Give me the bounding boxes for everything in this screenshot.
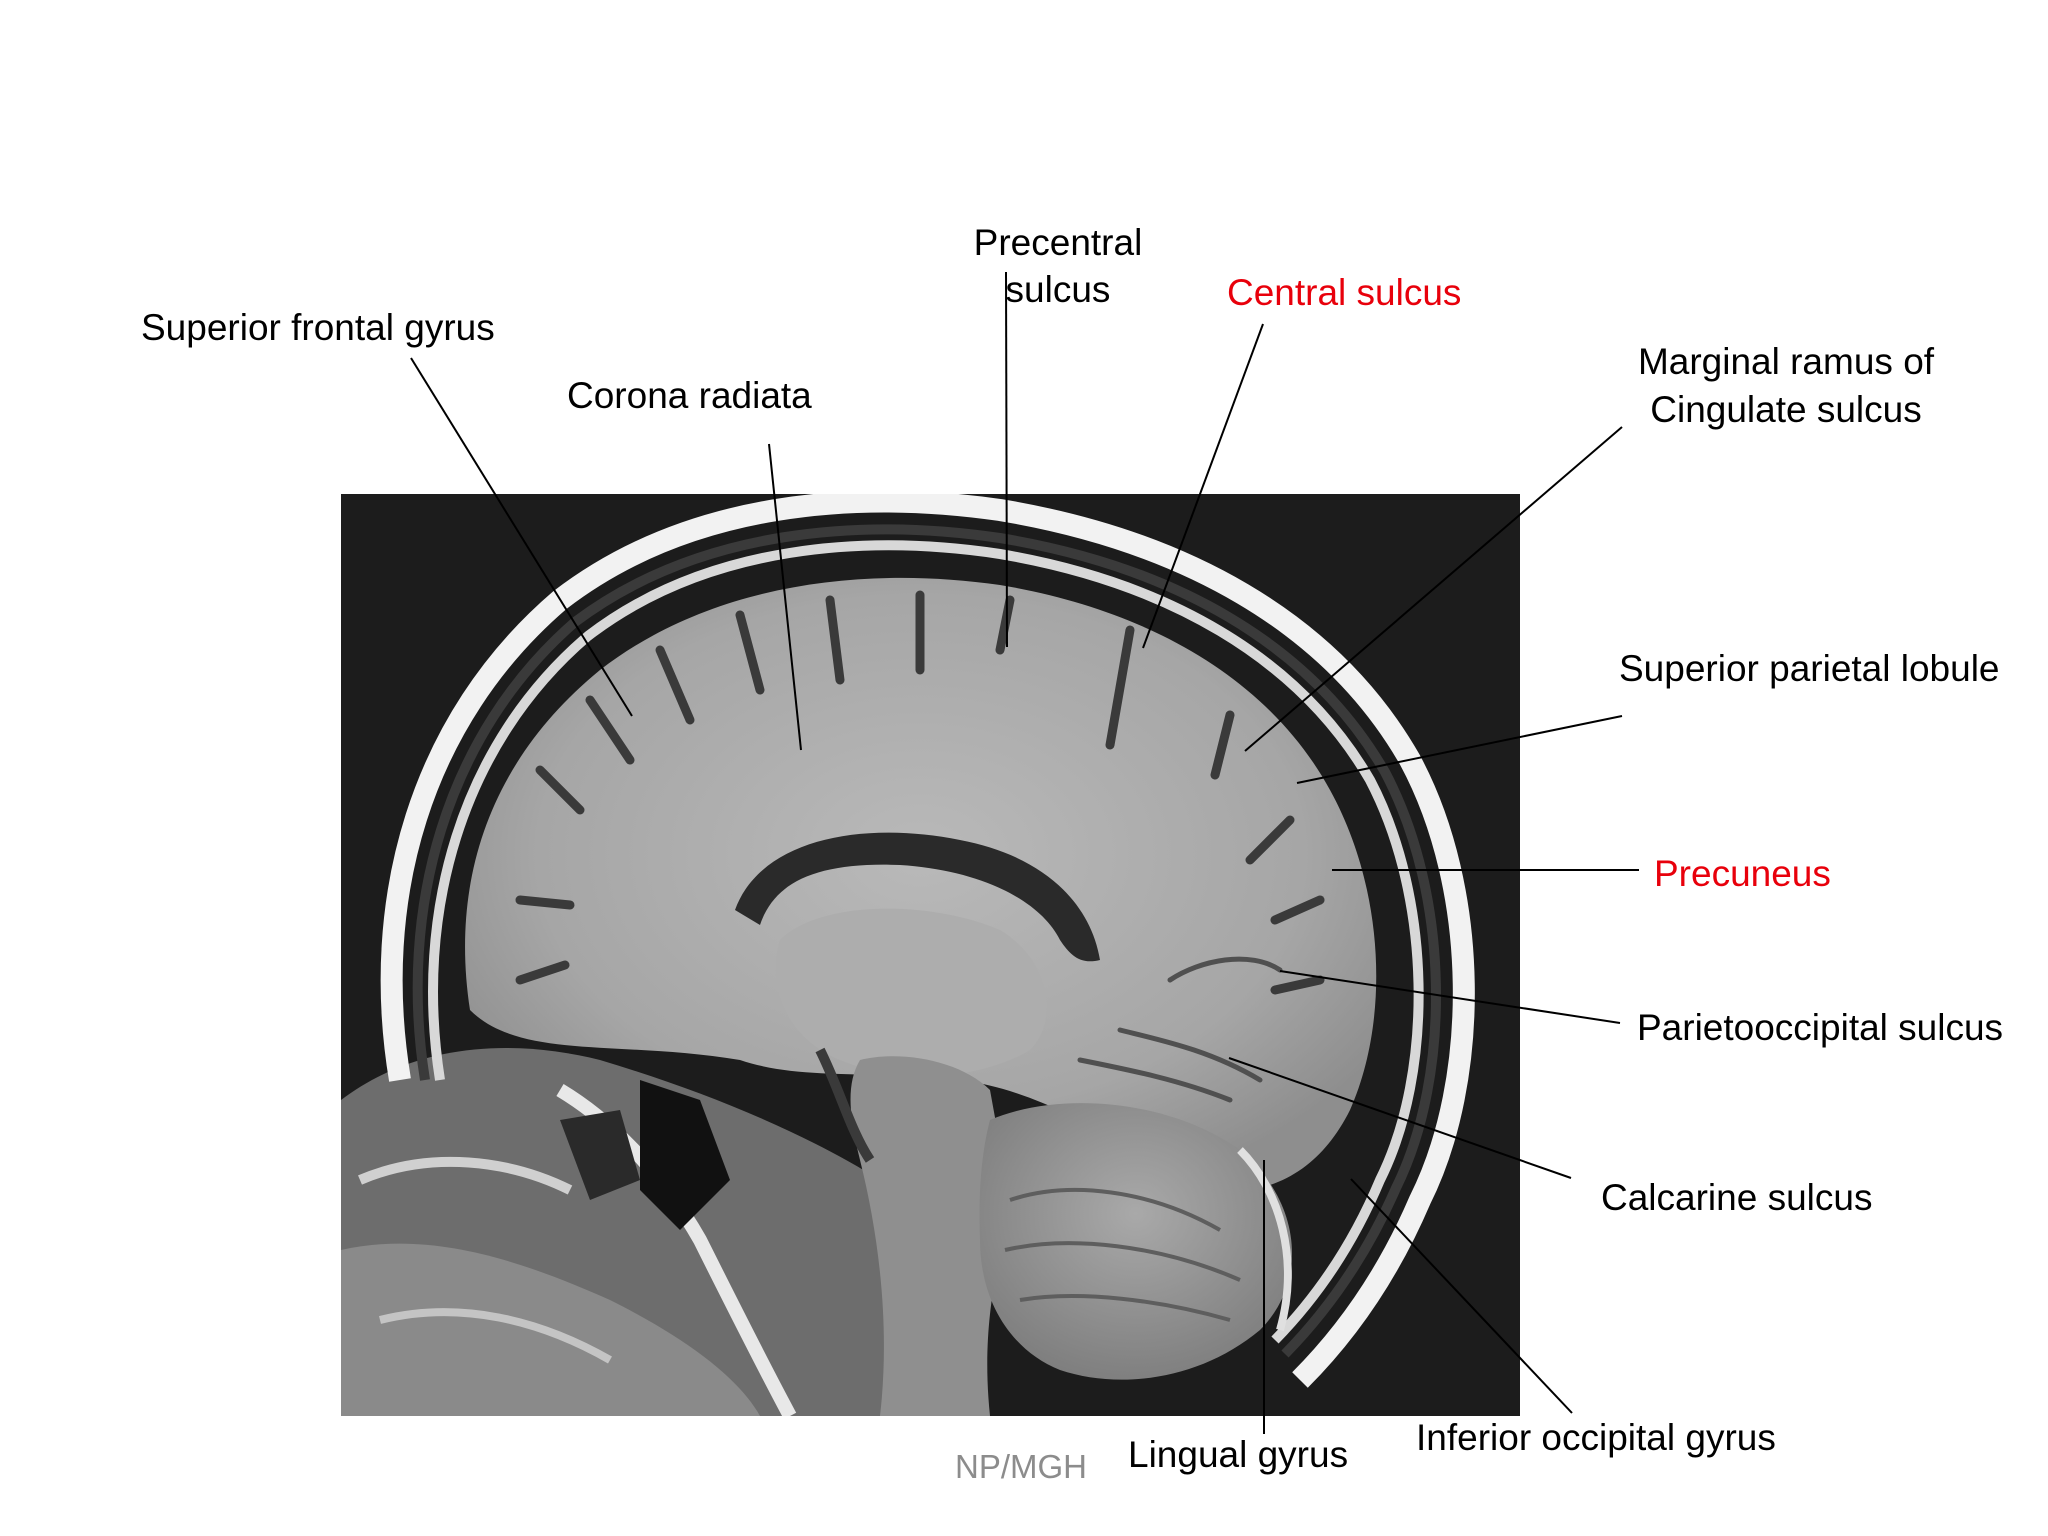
label-parietooccipital-sulcus: Parietooccipital sulcus (1637, 1007, 2003, 1048)
leader-parietooccipital-sulcus (1279, 970, 1621, 1024)
label-marginal-ramus-line2: Cingulate sulcus (1650, 389, 1921, 430)
leader-marginal-ramus (1244, 426, 1623, 752)
label-superior-frontal-gyrus: Superior frontal gyrus (141, 307, 495, 348)
leader-central-sulcus (1142, 323, 1264, 649)
leader-lines (410, 271, 1639, 1434)
label-precentral-sulcus-line2: sulcus (1006, 269, 1111, 310)
image-credit: NP/MGH (955, 1448, 1087, 1485)
leader-superior-frontal-gyrus (410, 357, 633, 717)
label-lingual-gyrus: Lingual gyrus (1128, 1434, 1348, 1475)
label-corona-radiata: Corona radiata (567, 375, 812, 416)
label-precuneus: Precuneus (1654, 853, 1831, 894)
leader-precentral-sulcus (1005, 271, 1008, 648)
label-calcarine-sulcus: Calcarine sulcus (1601, 1177, 1872, 1218)
label-precentral-sulcus-line1: Precentral (974, 222, 1143, 263)
leader-calcarine-sulcus (1228, 1057, 1572, 1179)
label-central-sulcus: Central sulcus (1227, 272, 1461, 313)
label-superior-parietal-lobule: Superior parietal lobule (1619, 648, 2000, 689)
mri-sagittal-image (341, 494, 1520, 1416)
label-inferior-occipital-gyrus: Inferior occipital gyrus (1416, 1417, 1776, 1458)
anatomy-labels: Superior frontal gyrus Corona radiata Pr… (141, 222, 2003, 1485)
label-marginal-ramus-line1: Marginal ramus of (1638, 341, 1935, 382)
leader-inferior-occipital-gyrus (1350, 1178, 1573, 1414)
leader-corona-radiata (768, 443, 802, 751)
leader-superior-parietal-lobule (1296, 715, 1623, 784)
